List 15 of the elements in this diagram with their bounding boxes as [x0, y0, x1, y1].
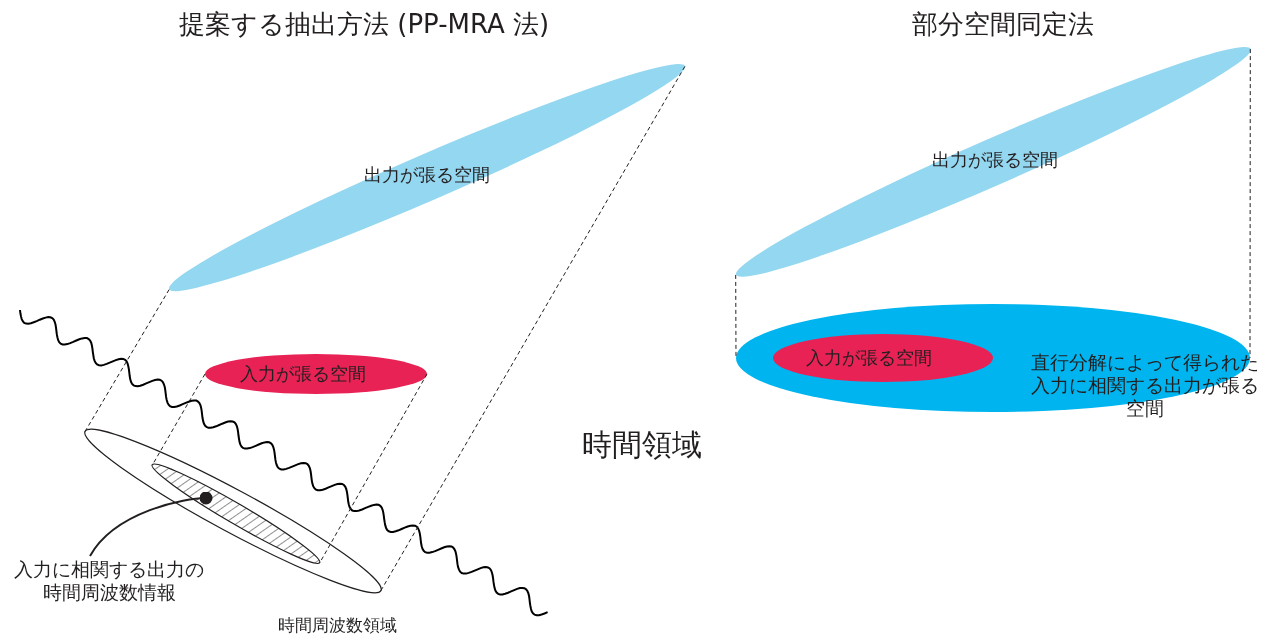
ellipse-label: 入力が張る空間: [805, 347, 933, 369]
domain-label: 時間領域: [582, 427, 702, 463]
projection-line: [380, 65, 686, 592]
projection-line: [735, 274, 737, 359]
ellipse-label: 出力が張る空間: [363, 164, 491, 186]
projection-line: [1249, 48, 1251, 359]
ellipse-label: 時間周波数領域: [276, 615, 398, 635]
leader-line: [89, 491, 213, 557]
heading: 部分空間同定法: [912, 8, 1094, 40]
ellipse-label: 出力が張る空間: [931, 149, 1059, 171]
callout-text: 入力に相関する出力の時間周波数情報: [13, 558, 205, 604]
heading: 提案する抽出方法 (PP-MRA 法): [179, 8, 550, 40]
projection-line: [151, 373, 206, 466]
ellipse-label: 入力が張る空間: [239, 363, 367, 385]
projection-line: [84, 289, 170, 432]
